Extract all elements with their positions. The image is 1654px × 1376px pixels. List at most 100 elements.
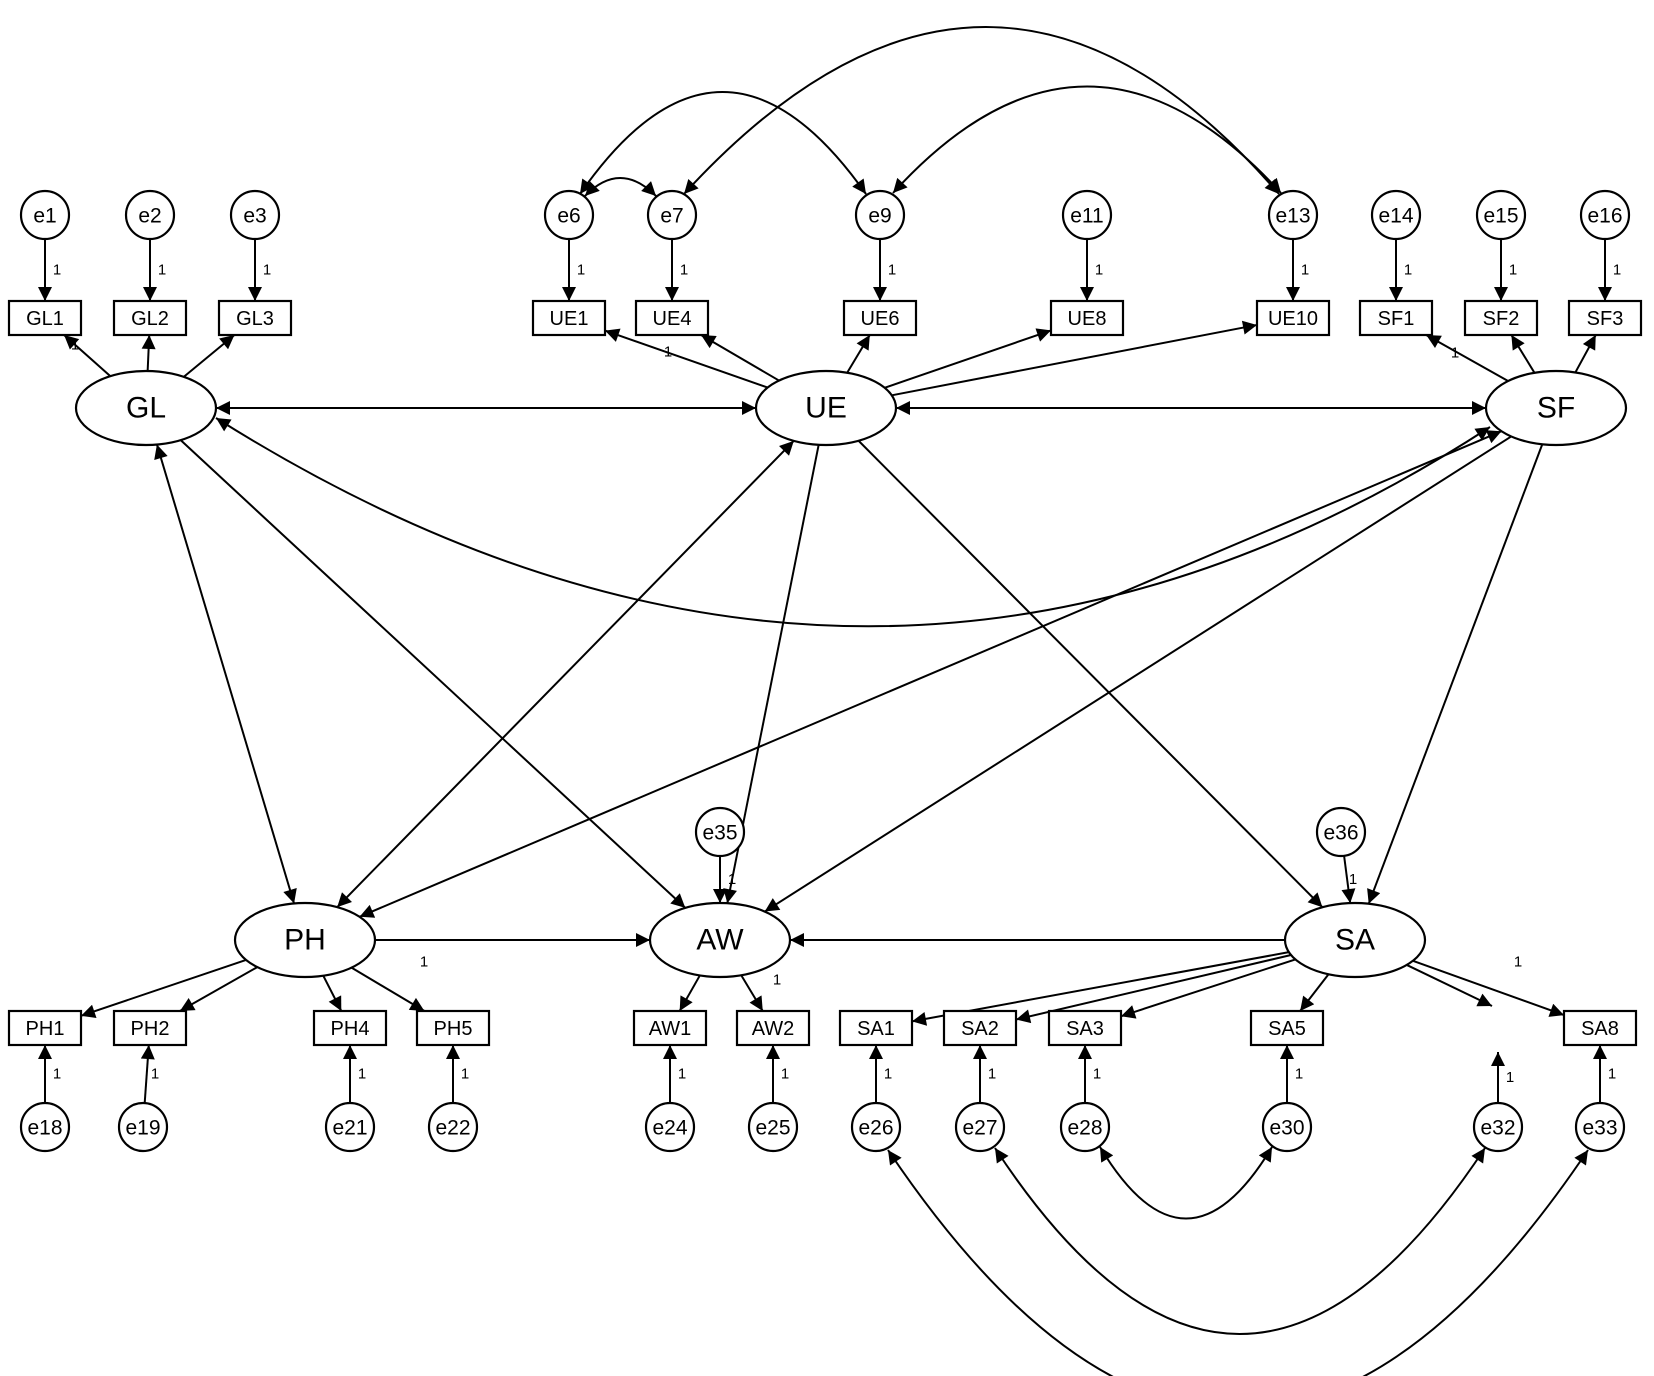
indicator-sa3: SA3	[1047, 1009, 1123, 1047]
error-path-e19	[140, 1044, 155, 1104]
weight-e24: 1	[678, 1066, 686, 1083]
weight-e2: 1	[158, 262, 166, 279]
loading-PH-PH4	[322, 975, 343, 1012]
weight-e19: 1	[151, 1066, 159, 1083]
weight-e32: 1	[1506, 1069, 1514, 1086]
latent-label: UE	[805, 392, 847, 425]
indicator-label: AW2	[752, 1018, 795, 1040]
error-label: e1	[33, 205, 56, 228]
indicator-label: GL3	[236, 308, 274, 330]
indicator-sf3: SF3	[1567, 299, 1643, 337]
weight-e11: 1	[1095, 262, 1103, 279]
error-e22: e22	[427, 1101, 479, 1153]
error-label: e24	[652, 1117, 687, 1140]
error-label: e3	[243, 205, 266, 228]
weight-e22: 1	[461, 1066, 469, 1083]
error-label: e35	[702, 822, 737, 845]
error-e9: e9	[854, 189, 906, 241]
weight-e21: 1	[358, 1066, 366, 1083]
edge-layer	[38, 26, 1612, 1376]
latent-label: PH	[284, 924, 326, 957]
loading-SA-SA1	[911, 951, 1290, 1026]
weight-e9: 1	[888, 262, 896, 279]
weight-e35: 1	[728, 871, 736, 888]
error-label: e28	[1067, 1117, 1102, 1140]
indicator-label: AW1	[649, 1018, 692, 1040]
error-e16: e16	[1579, 189, 1631, 241]
error-label: e27	[962, 1117, 997, 1140]
latent-ph: PH	[233, 901, 377, 979]
error-e25: e25	[747, 1101, 799, 1153]
indicator-label: UE6	[861, 308, 900, 330]
latent-ue: UE	[754, 369, 898, 447]
indicator-ue1: UE1	[531, 299, 607, 337]
error-label: e32	[1480, 1117, 1515, 1140]
weight-loading-SF1: 1	[1451, 345, 1459, 362]
error-e36: e36	[1315, 806, 1367, 858]
indicator-label: UE8	[1068, 308, 1107, 330]
indicator-label: PH4	[331, 1018, 370, 1040]
indicator-ue10: UE10	[1255, 299, 1331, 337]
loading-PH-PH1	[80, 959, 247, 1018]
covariance-e27-e32	[994, 1147, 1486, 1335]
error-e15: e15	[1475, 189, 1527, 241]
loading-UE-UE1	[604, 328, 768, 389]
error-label: e25	[755, 1117, 790, 1140]
error-e6: e6	[543, 189, 595, 241]
error-e1: e1	[19, 189, 71, 241]
weight-loading-UE4: 1	[664, 344, 672, 361]
indicator-label: UE10	[1268, 308, 1318, 330]
loading-GL-GL3	[183, 334, 236, 378]
indicator-label: UE1	[550, 308, 589, 330]
error-e7: e7	[646, 189, 698, 241]
error-label: e2	[138, 205, 161, 228]
error-e19: e19	[117, 1101, 169, 1153]
covariance-e9-e13	[892, 85, 1282, 194]
loading-GL-GL2	[141, 334, 156, 372]
covariance-e28-e30	[1099, 1146, 1273, 1220]
loading-GL-GL1	[63, 334, 111, 377]
indicator-aw2: AW2	[735, 1009, 811, 1047]
loading-AW-AW2	[740, 974, 764, 1012]
error-e2: e2	[124, 189, 176, 241]
error-e24: e24	[644, 1101, 696, 1153]
latent-sf: SF	[1484, 369, 1628, 447]
covariance-SF-PH	[359, 430, 1502, 918]
weight-e15: 1	[1509, 262, 1517, 279]
error-label: e18	[27, 1117, 62, 1140]
path-SF-AW	[764, 435, 1512, 913]
error-e35: e35	[694, 806, 746, 858]
error-label: e26	[858, 1117, 893, 1140]
error-e32: e32	[1472, 1101, 1524, 1153]
loading-PH-PH2	[179, 966, 258, 1012]
weight-e28: 1	[1093, 1066, 1101, 1083]
error-e33: e33	[1574, 1101, 1626, 1153]
weight-loading-SA8: 1	[1514, 954, 1522, 971]
indicator-sf2: SF2	[1463, 299, 1539, 337]
weight-e36: 1	[1349, 871, 1357, 888]
error-label: e9	[868, 205, 891, 228]
latent-sa: SA	[1283, 901, 1427, 979]
indicator-ph5: PH5	[415, 1009, 491, 1047]
error-label: e14	[1378, 205, 1413, 228]
error-label: e7	[660, 205, 683, 228]
latent-label: SA	[1335, 924, 1375, 957]
loading-SA-SA5	[1299, 973, 1330, 1012]
indicator-label: GL2	[131, 308, 169, 330]
loading-UE-UE6	[846, 334, 871, 374]
error-label: e21	[332, 1117, 367, 1140]
weight-e6: 1	[577, 262, 585, 279]
error-label: e19	[125, 1117, 160, 1140]
error-label: e13	[1275, 205, 1310, 228]
indicator-label: GL1	[26, 308, 64, 330]
indicator-label: SA2	[961, 1018, 999, 1040]
latent-label: SF	[1537, 392, 1575, 425]
covariance-e26-e33	[887, 1149, 1589, 1376]
weight-e1: 1	[53, 262, 61, 279]
indicator-label: SA5	[1268, 1018, 1306, 1040]
indicator-sf1: SF1	[1358, 299, 1434, 337]
loading-SA-unlabeled	[1406, 964, 1493, 1007]
